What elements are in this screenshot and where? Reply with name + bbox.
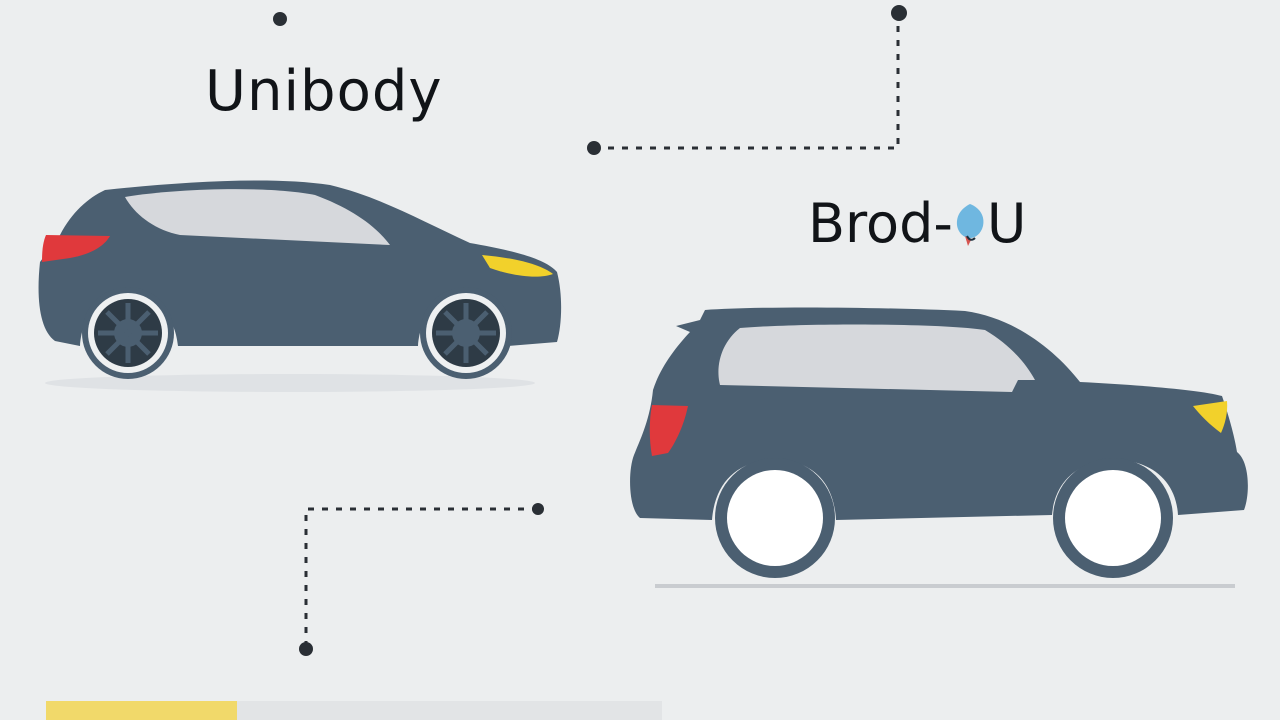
connector-dot (532, 503, 544, 515)
wheel (1053, 458, 1173, 578)
label-body-on-frame: Brod-U (808, 197, 1026, 251)
tail-light (42, 235, 110, 262)
water-drop-icon (956, 204, 984, 246)
head-light (482, 255, 553, 277)
connector-top-right (587, 5, 907, 155)
car-shadow (45, 374, 535, 392)
label-body-on-frame-text: Brod- (808, 192, 953, 255)
progress-fill (46, 701, 237, 720)
connector-dot (273, 12, 287, 26)
label-body-on-frame-suffix: U (986, 192, 1027, 255)
connector-dot (891, 5, 907, 21)
car-window (125, 189, 390, 245)
car-unibody-hatchback (38, 180, 562, 392)
label-unibody: Unibody (205, 59, 443, 124)
wheel (715, 458, 835, 578)
car-body-on-frame-suv (630, 307, 1248, 588)
progress-bar (46, 701, 662, 720)
connector-bottom-left (299, 503, 544, 656)
wheel (82, 287, 174, 379)
wheel (420, 287, 512, 379)
car-window (718, 324, 1035, 392)
tail-light (649, 405, 688, 456)
connector-dot (587, 141, 601, 155)
connector-dot (299, 642, 313, 656)
head-light (1193, 401, 1228, 433)
